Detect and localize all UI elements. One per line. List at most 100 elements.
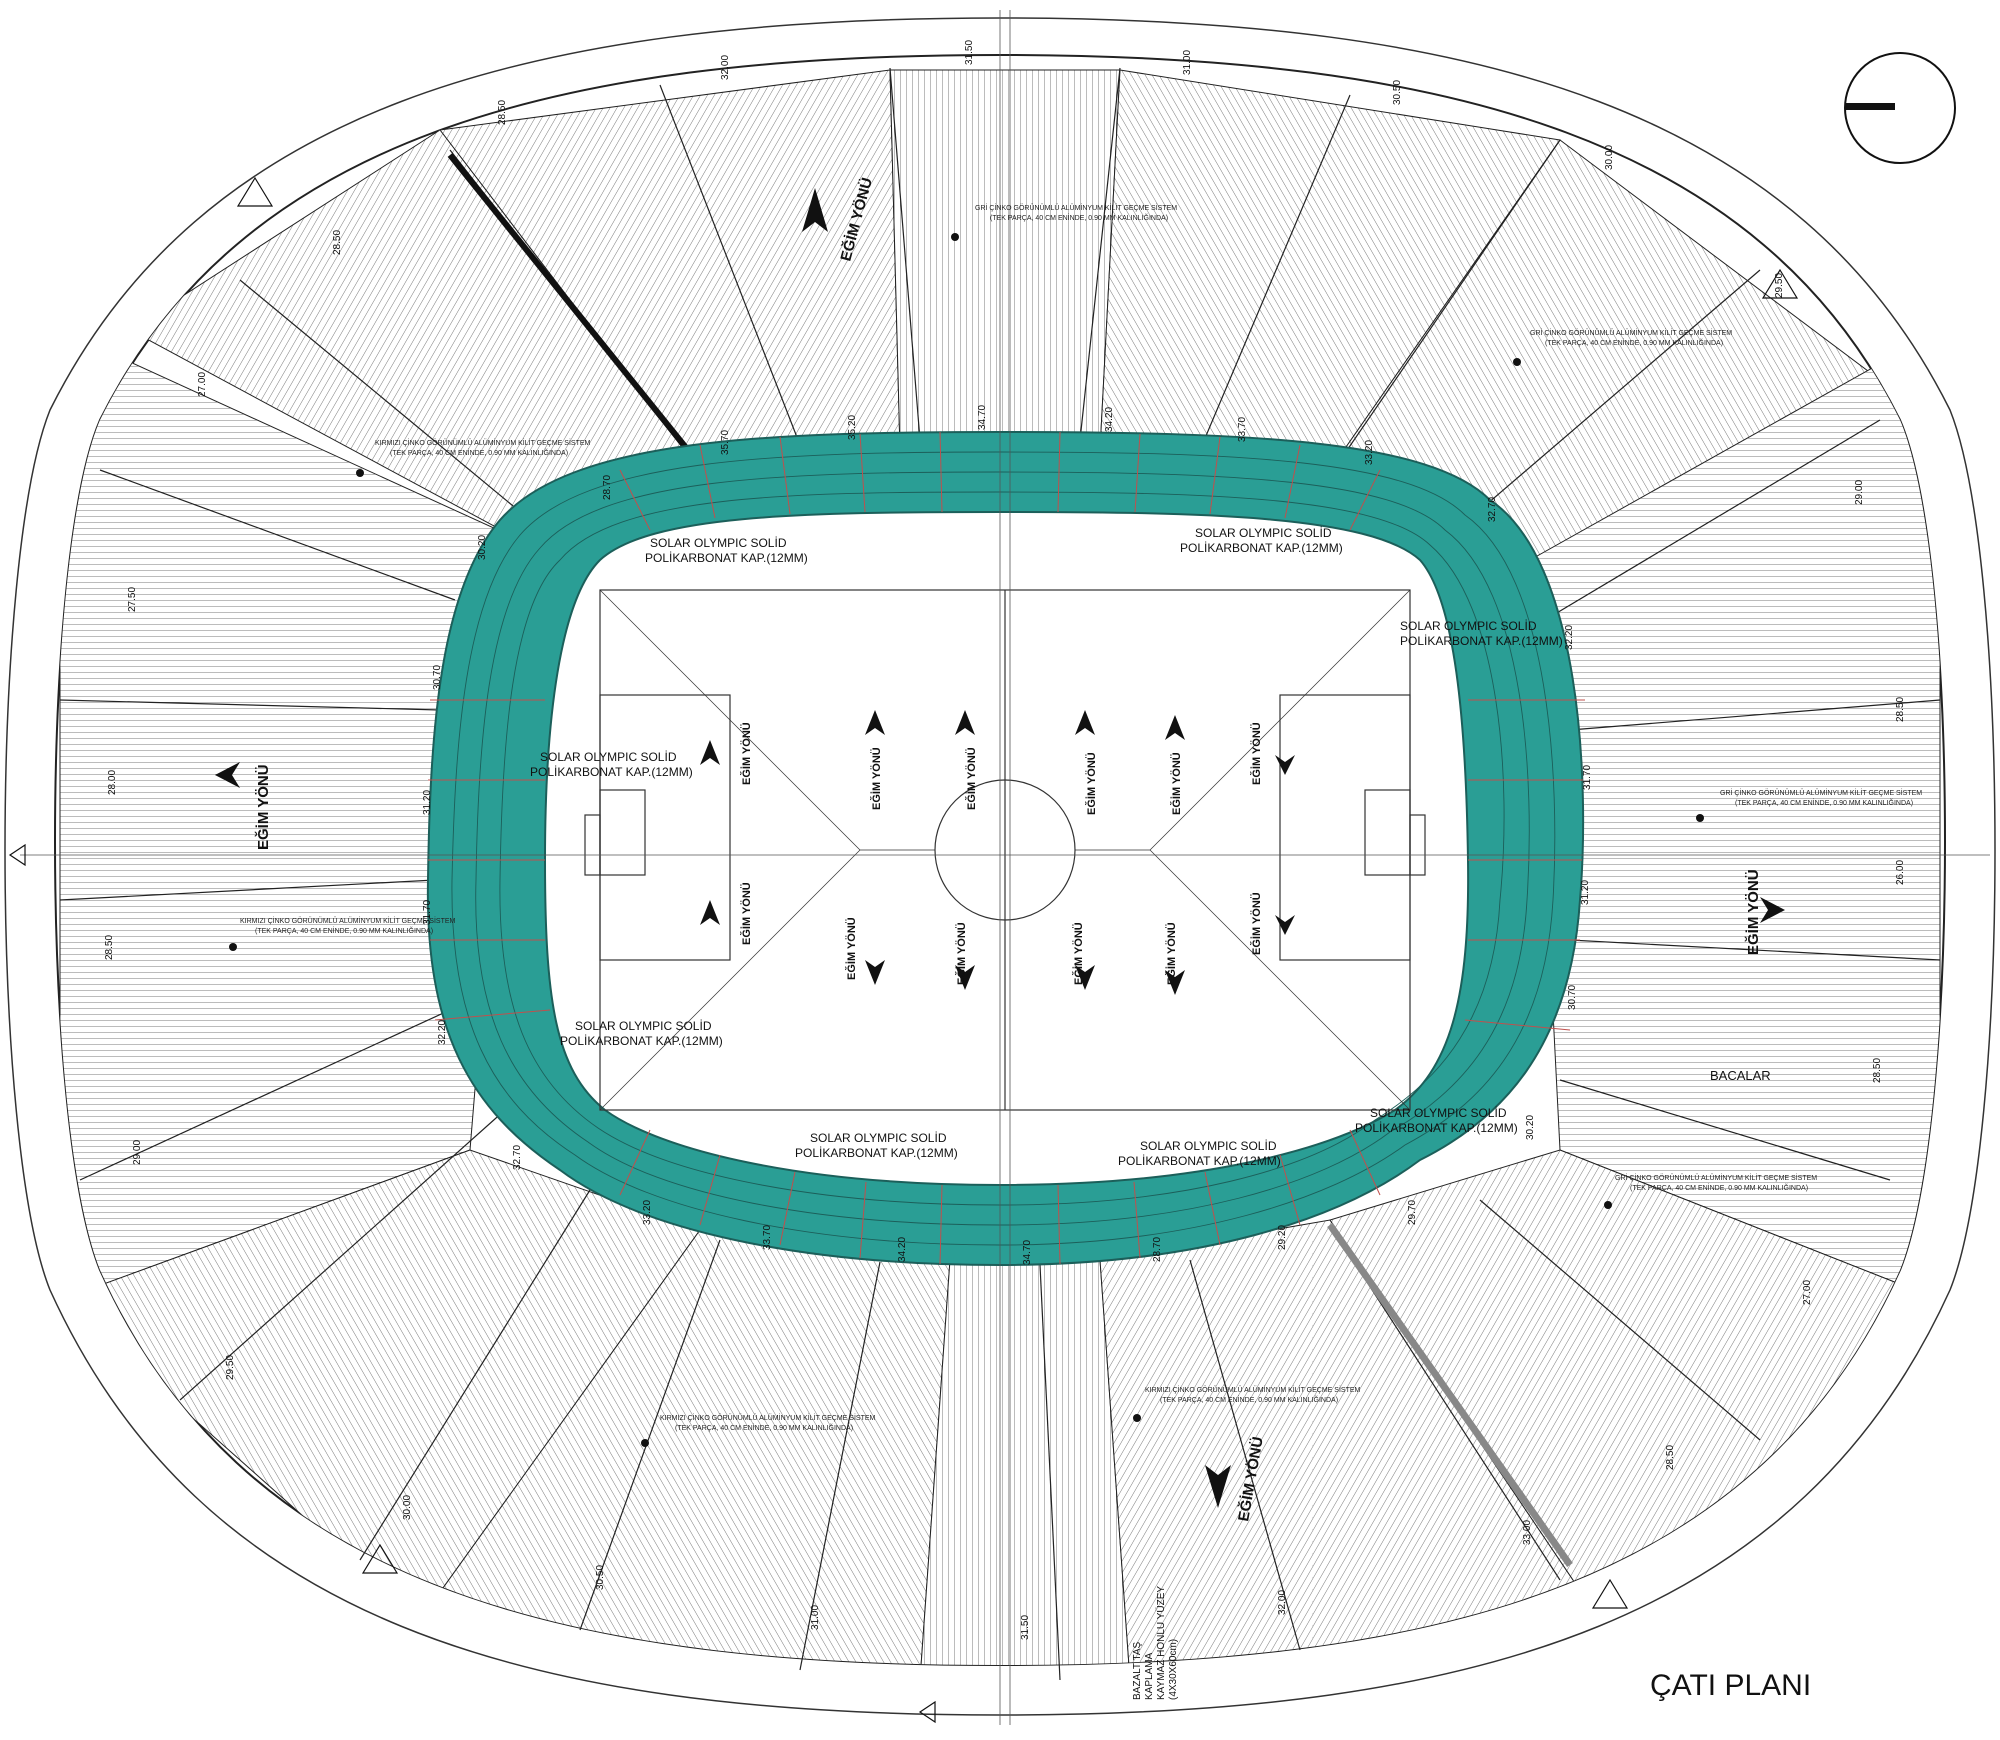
outer-elevation-marks: 32.00 31.50 31.00 30.50 30.00 29.50 29.0… <box>104 40 1906 1640</box>
elevation-mark: 31.50 <box>964 40 975 65</box>
grey-cladding-note: GRİ ÇİNKO GÖRÜNÜMLÜ ALÜMİNYUM KİLİT GEÇM… <box>975 203 1177 212</box>
arrow-up-icon <box>955 710 975 735</box>
large-arrow-icon <box>1760 897 1785 923</box>
arrow-up-icon <box>1075 710 1095 735</box>
polycarbonate-label: SOLAR OLYMPIC SOLİD <box>650 536 787 550</box>
elevation-mark: 31.00 <box>810 1605 821 1630</box>
arrow-up-icon <box>700 740 720 765</box>
polycarbonate-label: POLİKARBONAT KAP.(12MM) <box>530 765 693 779</box>
elevation-mark: 29.50 <box>1774 273 1785 298</box>
arrow-up-icon <box>1165 715 1185 740</box>
grey-cladding-note: GRİ ÇİNKO GÖRÜNÜMLÜ ALÜMİNYUM KİLİT GEÇM… <box>1615 1173 1817 1182</box>
elevation-mark: 30.00 <box>1604 145 1615 170</box>
grey-cladding-note: GRİ ÇİNKO GÖRÜNÜMLÜ ALÜMİNYUM KİLİT GEÇM… <box>1720 788 1922 797</box>
elevation-mark: 30.20 <box>1525 1115 1536 1140</box>
elevation-mark: 29.00 <box>1854 480 1865 505</box>
grey-cladding-note: (TEK PARÇA, 40 CM ENİNDE, 0.90 MM KALINL… <box>1735 798 1913 807</box>
polycarbonate-label: POLİKARBONAT KAP.(12MM) <box>795 1146 958 1160</box>
arrow-down-icon <box>955 965 975 990</box>
polycarbonate-label: SOLAR OLYMPIC SOLİD <box>575 1019 712 1033</box>
football-pitch <box>584 589 1426 1111</box>
elevation-mark: 28.50 <box>1872 1058 1883 1083</box>
radial-lines <box>59 67 1941 1681</box>
elevation-mark: 28.00 <box>107 770 118 795</box>
section-marker-icon <box>361 1543 399 1574</box>
arrow-up-icon <box>700 900 720 925</box>
elevation-mark: 31.70 <box>1582 765 1593 790</box>
slope-label: EĞİM YÖNÜ <box>1072 922 1085 985</box>
elevation-mark: 28.50 <box>1895 697 1906 722</box>
elevation-mark: 29.50 <box>225 1355 236 1380</box>
polycarbonate-label: SOLAR OLYMPIC SOLİD <box>1400 619 1537 633</box>
elevation-mark: 32.70 <box>1487 497 1498 522</box>
red-cladding-note: KIRMIZI ÇİNKO GÖRÜNÜMLÜ ALÜMİNYUM KİLİT … <box>660 1413 876 1422</box>
slope-label: EĞİM YÖNÜ <box>955 922 968 985</box>
elevation-mark: 32.70 <box>512 1145 523 1170</box>
pitch-slope-arrows <box>700 710 1295 995</box>
polycarbonate-label: POLİKARBONAT KAP.(12MM) <box>645 551 808 565</box>
elevation-mark: 30.50 <box>1392 80 1403 105</box>
red-cladding-note: KIRMIZI ÇİNKO GÖRÜNÜMLÜ ALÜMİNYUM KİLİT … <box>240 916 456 925</box>
slope-label: EĞİM YÖNÜ <box>965 747 978 810</box>
elevation-mark: 31.00 <box>1182 50 1193 75</box>
elevation-mark: 32.20 <box>1564 625 1575 650</box>
elevation-mark: 29.20 <box>1277 1225 1288 1250</box>
red-cladding-note: KIRMIZI ÇİNKO GÖRÜNÜMLÜ ALÜMİNYUM KİLİT … <box>1145 1385 1361 1394</box>
polycarbonate-label: POLİKARBONAT KAP.(12MM) <box>1355 1121 1518 1135</box>
elevation-mark: 31.50 <box>1020 1615 1031 1640</box>
elevation-mark: 29.70 <box>1407 1200 1418 1225</box>
red-cladding-note: KIRMIZI ÇİNKO GÖRÜNÜMLÜ ALÜMİNYUM KİLİT … <box>375 438 591 447</box>
elevation-mark: 28.50 <box>104 935 115 960</box>
north-arrow <box>1844 52 1956 164</box>
elevation-mark: 28.50 <box>497 100 508 125</box>
svg-text:BAZALT TAŞ: BAZALT TAŞ <box>1132 1642 1143 1700</box>
elevation-mark: 35.20 <box>847 415 858 440</box>
elevation-mark: 34.70 <box>977 405 988 430</box>
polycarbonate-label: SOLAR OLYMPIC SOLİD <box>1195 526 1332 540</box>
elevation-mark: 34.70 <box>1022 1240 1033 1265</box>
elevation-mark: 28.70 <box>602 475 613 500</box>
goal-left <box>584 814 601 876</box>
arrow-down-icon <box>1275 755 1295 775</box>
polycarbonate-label: POLİKARBONAT KAP.(12MM) <box>1118 1154 1281 1168</box>
roof-slope-label: EĞİM YÖNÜ <box>1744 869 1762 955</box>
elevation-mark: 28.70 <box>1152 1237 1163 1262</box>
elevation-mark: 33.20 <box>1364 440 1375 465</box>
section-marker-icon <box>8 843 26 867</box>
grey-cladding-note: (TEK PARÇA, 40 CM ENİNDE, 0.90 MM KALINL… <box>1630 1183 1808 1192</box>
polycarbonate-label: SOLAR OLYMPIC SOLİD <box>810 1131 947 1145</box>
elevation-mark: 32.00 <box>1277 1590 1288 1615</box>
elevation-mark: 30.00 <box>402 1495 413 1520</box>
arrow-down-icon <box>1275 915 1295 935</box>
section-marker-icon <box>1591 1578 1629 1609</box>
axis-lines <box>20 10 1990 1725</box>
goal-right <box>1409 814 1426 876</box>
elevation-mark: 32.20 <box>437 1020 448 1045</box>
elevation-mark: 34.20 <box>897 1237 908 1262</box>
slope-label: EĞİM YÖNÜ <box>1170 752 1183 815</box>
large-arrow-icon <box>1205 1465 1231 1508</box>
polycarbonate-labels: SOLAR OLYMPIC SOLİD POLİKARBONAT KAP.(12… <box>530 526 1563 1168</box>
cladding-notes: GRİ ÇİNKO GÖRÜNÜMLÜ ALÜMİNYUM KİLİT GEÇM… <box>229 203 1922 1447</box>
elevation-mark: 30.70 <box>1567 985 1578 1010</box>
svg-text:KAYMAZ HONLU YÜZEY: KAYMAZ HONLU YÜZEY <box>1155 1586 1167 1700</box>
arrow-down-icon <box>1165 970 1185 995</box>
grey-cladding-note: GRİ ÇİNKO GÖRÜNÜMLÜ ALÜMİNYUM KİLİT GEÇM… <box>1530 328 1732 337</box>
elevation-mark: 27.00 <box>197 372 208 397</box>
chimneys-label: BACALAR <box>1710 1068 1771 1083</box>
red-cladding-note: (TEK PARÇA, 40 CM ENİNDE, 0.90 MM KALINL… <box>255 926 433 935</box>
elevation-mark: 35.70 <box>720 430 731 455</box>
elevation-mark: 34.20 <box>1104 407 1115 432</box>
red-cladding-note: (TEK PARÇA, 40 CM ENİNDE, 0.90 MM KALINL… <box>390 448 568 457</box>
canopy-red-ribs <box>428 431 1585 1265</box>
slope-label: EĞİM YÖNÜ <box>1250 722 1263 785</box>
elevation-mark: 28.50 <box>1665 1445 1676 1470</box>
polycarbonate-label: POLİKARBONAT KAP.(12MM) <box>560 1034 723 1048</box>
elevation-mark: 27.00 <box>1802 1280 1813 1305</box>
canopy-elevation-marks: 35.70 35.20 34.70 34.20 33.70 33.20 32.7… <box>422 405 1593 1265</box>
grey-cladding-note: (TEK PARÇA, 40 CM ENİNDE, 0.90 MM KALINL… <box>1545 338 1723 347</box>
elevation-mark: 27.50 <box>127 587 138 612</box>
polycarbonate-label: SOLAR OLYMPIC SOLİD <box>1370 1106 1507 1120</box>
section-marker-icon <box>1761 268 1799 299</box>
